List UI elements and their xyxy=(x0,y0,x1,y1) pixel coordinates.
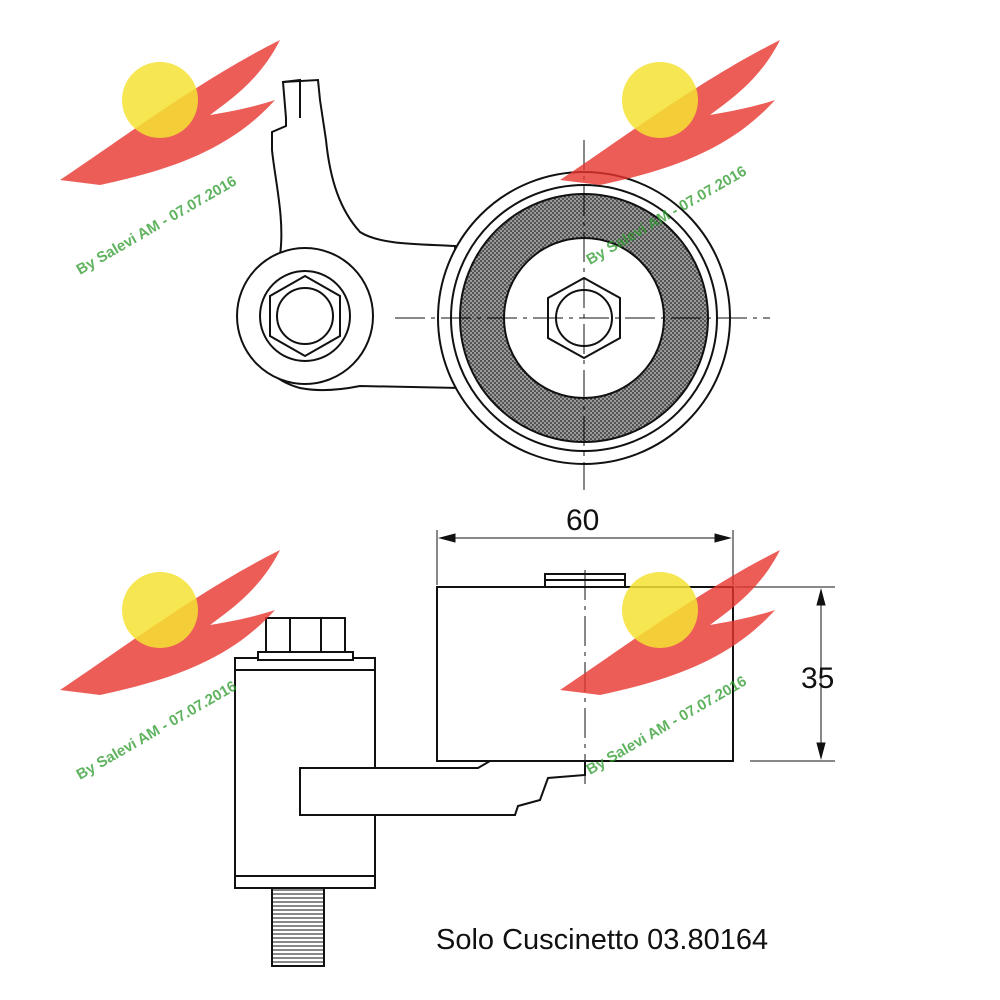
dimension-height xyxy=(735,586,835,762)
watermark-badge-icon xyxy=(622,62,698,138)
watermark-badge-icon xyxy=(622,572,698,648)
pivot-threaded-stud xyxy=(271,887,325,967)
watermark-credit: By Salevi AM - 07.07.2016 xyxy=(74,173,240,279)
arm-notch xyxy=(282,78,301,118)
pivot-bore xyxy=(276,287,334,345)
dimension-width-label: 60 xyxy=(566,504,599,537)
pivot-inner-ring xyxy=(259,270,351,362)
dimension-height-label: 35 xyxy=(801,662,834,695)
watermark-badge-icon xyxy=(122,62,198,138)
pivot-hex-bolt xyxy=(269,274,341,358)
watermark-top-left: By Salevi AM - 07.07.2016 xyxy=(60,40,280,278)
watermark-badge-icon xyxy=(122,572,198,648)
centre-lines-top xyxy=(395,140,770,490)
arm-side-plate xyxy=(299,760,586,816)
part-caption: Solo Cuscinetto 03.80164 xyxy=(436,924,769,956)
